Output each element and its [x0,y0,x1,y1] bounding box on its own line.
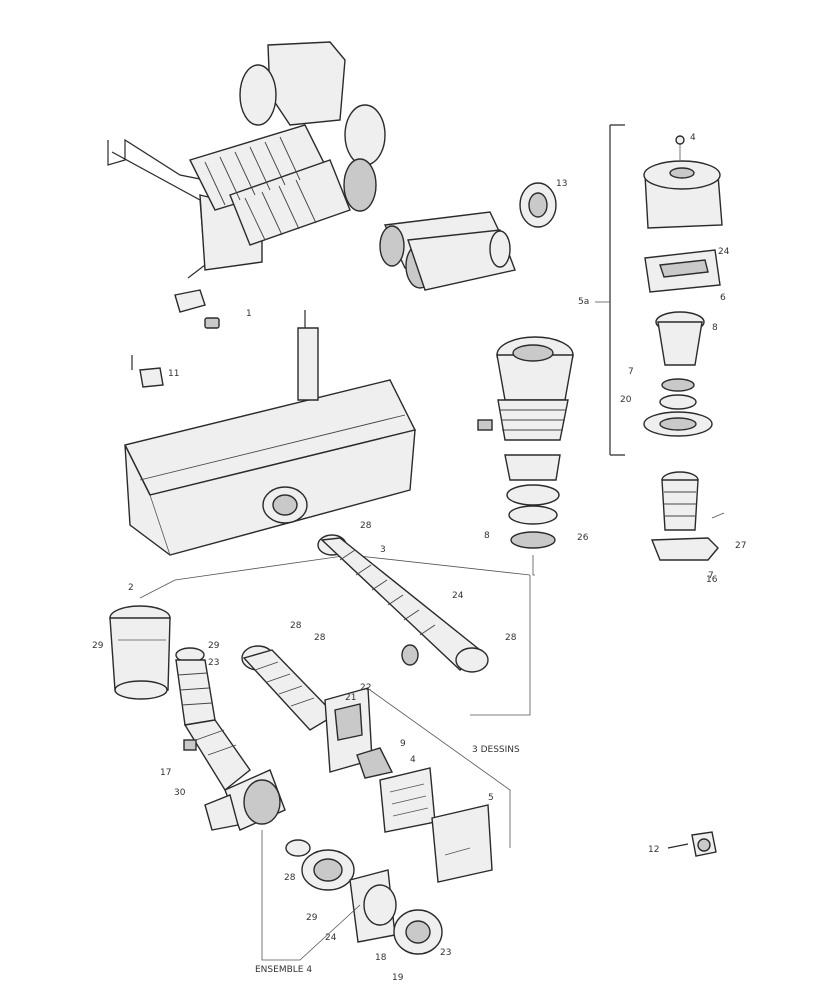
callout-label: 13 [556,179,567,189]
callout-label: 28 [314,633,326,643]
callout-label: 18 [375,953,387,963]
callout-label: 8 [484,531,490,541]
callout-label: 23 [208,658,219,668]
callout-label: 28 [360,521,372,531]
callout-label: 24 [325,933,337,943]
lower-right-fitting: 27 16 [650,471,746,585]
callout-label: 19 [392,973,404,983]
callout-label: 29 [208,641,220,651]
right-filter-module: 4 24 6 8 7 20 5a [578,124,730,456]
left-elbow-hose: 29 23 17 30 [160,641,286,831]
callout-label: 4 [690,133,696,143]
intake-pipe-ribs [204,136,317,241]
loose-screw-and-nut: 12 7 [648,571,717,857]
callout-label: 17 [160,768,171,778]
callout-label: 28 [290,621,302,631]
twin-cartridge: 13 [379,179,567,291]
callout-label: 20 [620,395,632,405]
callout-label: 7 [708,571,714,581]
callout-label: 9 [400,739,406,749]
callout-label: 26 [577,533,589,543]
callout-label: 11 [168,369,179,379]
callout-label: 7 [628,367,634,377]
twin-intake-assembly: 1 [107,41,386,329]
callout-label: 28 [284,873,296,883]
callout-label: 3 [380,545,386,555]
callout-label: 24 [718,247,730,257]
middle-cartridge-stack: 8 26 [477,336,589,576]
callout-label: 28 [505,633,517,643]
callout-label: 30 [174,788,186,798]
callout-label: 16 [706,575,718,585]
bottom-group-label: ENSEMBLE 4 [255,965,312,975]
mounting-frame-and-plates: 22 21 9 4 5 3 DESSINS [324,683,520,883]
group-label: 3 DESSINS [472,745,520,755]
callout-label: 24 [452,591,464,601]
callout-label: 27 [735,541,746,551]
long-hose: 28 3 24 28 [317,521,531,716]
callout-label: 4 [410,755,416,765]
callout-label: 29 [92,641,104,651]
callout-label: 29 [306,913,318,923]
callout-label: 1 [246,309,252,319]
callout-label: 6 [720,293,726,303]
callout-label: 23 [440,948,451,958]
filter-bowl: 29 2 [92,554,531,700]
callout-label: 5a [578,297,589,307]
water-tank: 11 [123,310,417,556]
callout-label: 12 [648,845,659,855]
callout-label: 22 [360,683,371,693]
callout-label: 21 [345,693,356,703]
bottom-seal-assembly: 28 29 24 18 19 23 ENSEMBLE 4 [255,830,451,983]
middle-hose: 28 28 [241,621,337,731]
callout-label: 5 [488,793,494,803]
callout-label: 2 [128,583,134,593]
callout-label: 8 [712,323,718,333]
